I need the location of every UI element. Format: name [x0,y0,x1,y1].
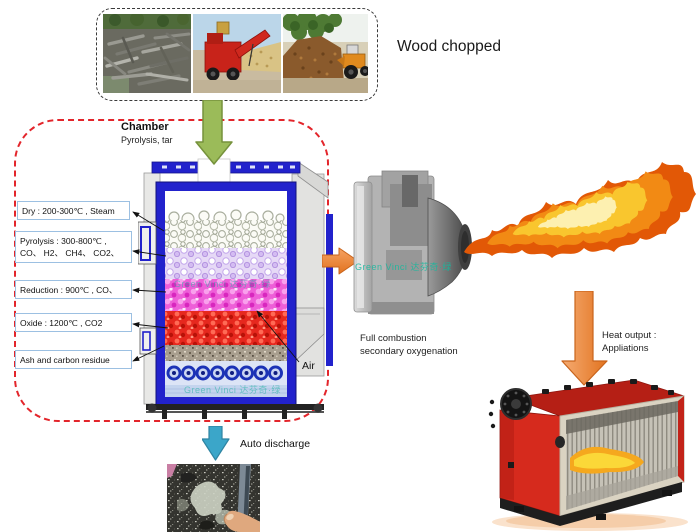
flame-illustration [464,162,696,258]
heat-output-label: Heat output : Appliations [602,330,657,355]
chamber-title: Chamber [121,121,169,133]
chamber-watermark-mid: Green Vinci 达芬奇·绿 [174,278,271,289]
wood-chopped-label: Wood chopped [397,38,501,55]
burner-watermark: Green Vinci 达芬奇·绿 [355,261,452,272]
chamber-watermark-bottom: Green Vinci 达芬奇·绿 [184,384,281,395]
air-label: Air [302,360,315,372]
wood-chipper-photo [193,14,281,93]
log-pile-photo [103,14,191,93]
wood-chips-loader-photo [283,14,368,93]
feed-arrow-down-icon [195,100,233,165]
ash-discharge-photo [167,464,260,532]
stage-label-dry: Dry : 200-300℃ , Steam [17,201,130,221]
chamber-diagram: Green Vinci 达芬奇·绿 Green Vinci 达芬奇·绿 [138,158,333,419]
discharge-arrow-down-icon [202,426,230,461]
auto-discharge-label: Auto discharge [240,438,311,450]
chamber-subtitle: Pyrolysis, tar [121,135,173,145]
to-burner-arrow-icon [322,247,359,275]
boiler-illustration [488,379,688,531]
stage-label-ash: Ash and carbon residue [15,350,132,370]
burner-caption: Full combustion secondary oxygenation [360,333,458,358]
stage-label-oxide: Oxide : 1200℃ , CO2 [15,313,132,333]
stage-label-reduction: Reduction : 900℃ , CO、 [15,280,132,300]
stage-label-pyrolysis: Pyrolysis : 300-800℃ , CO、 H2、 CH4、 CO2、 [15,231,132,263]
heat-arrow-down-icon [561,291,608,386]
burner-illustration: Green Vinci 达芬奇·绿 [353,170,472,315]
chamber-layers [165,209,287,397]
